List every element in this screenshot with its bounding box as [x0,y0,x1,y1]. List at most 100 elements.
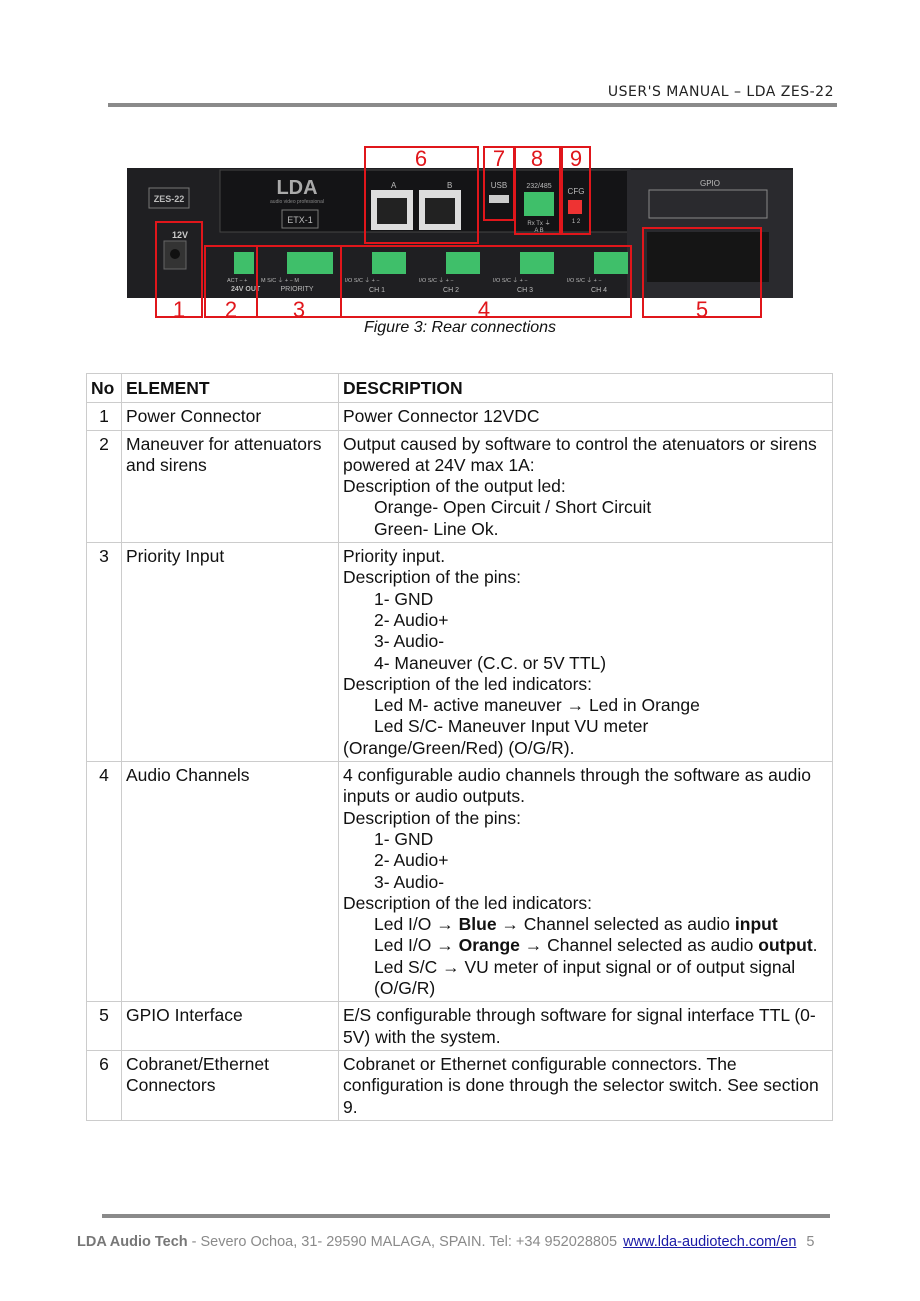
eth-b-label: B [447,181,452,190]
emphasis-text: output [758,935,813,956]
model-label: ZES-22 [154,194,185,204]
usb-label: USB [491,181,507,190]
header-description: DESCRIPTION [338,372,833,404]
ch-pins: I/O S/C ⏚ + − [493,277,528,284]
description-text: 3- Audio- [374,631,445,652]
brand-sub: audio video professional [270,199,324,205]
callout-6: 6 [415,146,427,171]
row-number: 5 [86,1001,122,1051]
description-line: Description of the pins: [343,567,828,588]
footer-website-link[interactable]: www.lda-audiotech.com/en [623,1234,797,1250]
element-description: Cobranet or Ethernet configurable connec… [338,1049,833,1121]
element-description: E/S configurable through software for si… [338,1001,833,1051]
description-line: Output caused by software to control the… [343,434,828,477]
description-line: Led S/C- Maneuver Input VU meter [343,716,828,737]
description-text: 3- Audio- [374,871,445,892]
element-description: Output caused by software to control the… [338,429,833,544]
brand-logo: LDA [276,177,317,199]
description-line: Description of the led indicators: [343,674,828,695]
serial-pins-label: Rx Tx ⏚ [527,220,550,227]
callout-3: 3 [293,297,305,319]
page-number: 5 [806,1234,815,1250]
callout-8: 8 [531,146,543,171]
emphasis-text: Orange [458,935,520,956]
description-text: 1- GND [374,588,434,609]
description-line: 2- Audio+ [343,850,828,871]
description-text: Power Connector 12VDC [343,406,540,427]
description-text: Led I/O → [374,935,459,956]
description-text: 1- GND [374,828,434,849]
callout-1: 1 [173,297,185,319]
eth-a-label: A [391,181,397,190]
description-line: 2- Audio+ [343,610,828,631]
element-name: Cobranet/Ethernet Connectors [121,1049,339,1121]
footer: LDA Audio Tech - Severo Ochoa, 31- 29590… [77,1234,815,1250]
description-line: 1- GND [343,589,828,610]
description-text: Green- Line Ok. [374,518,499,539]
serial-label: 232/485 [526,183,551,190]
description-line: Description of the pins: [343,808,828,829]
header-no: No [86,372,122,404]
description-line: 3- Audio- [343,872,828,893]
table-header-row: No ELEMENT DESCRIPTION [86,372,833,404]
row-number: 2 [86,429,122,544]
description-text: Output caused by software to control the… [343,433,817,475]
description-text: E/S configurable through software for si… [343,1005,816,1047]
description-line: Led S/C → VU meter of input signal or of… [343,957,828,1000]
priority-pins: M S/C ⏚ + − M [261,277,299,284]
description-line: Description of the led indicators: [343,893,828,914]
element-name: GPIO Interface [121,1001,339,1051]
description-line: Led M- active maneuver → Led in Orange [343,695,828,716]
figure-caption: Figure 3: Rear connections [363,319,557,336]
ch4-label: CH 4 [591,287,607,294]
gpio-label: GPIO [700,179,720,188]
description-line: Led I/O → Orange → Channel selected as a… [343,935,828,956]
description-text: 4- Maneuver (C.C. or 5V TTL) [374,652,607,673]
footer-address: - Severo Ochoa, 31- 29590 MALAGA, SPAIN.… [187,1234,618,1250]
module-label: ETX-1 [287,215,313,225]
rear-connections-figure: ZES-22 LDA audio video professional ETX-… [127,146,793,319]
cfg-label: CFG [568,187,585,196]
running-header: USER'S MANUAL – LDA ZES-22 [607,84,834,100]
description-text: 4 configurable audio channels through th… [343,765,811,807]
description-line: 4 configurable audio channels through th… [343,765,828,808]
out24-label: 24V OUT [231,286,261,293]
description-text: Orange- Open Circuit / Short Circuit [374,497,652,518]
ch-pins: I/O S/C ⏚ + − [567,277,602,284]
ch-pins: I/O S/C ⏚ + − [419,277,454,284]
row-number: 3 [86,542,122,763]
ch-pins: I/O S/C ⏚ + − [345,277,380,284]
callout-7: 7 [493,146,505,171]
header-rule [108,103,837,107]
cfg-pins-label: 1 2 [572,219,581,225]
description-text: Priority input. [343,546,446,567]
element-description: Priority input.Description of the pins:1… [338,542,833,763]
callout-2: 2 [225,297,237,319]
description-line: 4- Maneuver (C.C. or 5V TTL) [343,653,828,674]
ch3-label: CH 3 [517,287,533,294]
power-label: 12V [172,230,188,240]
description-text: Description of the pins: [343,807,522,828]
emphasis-text: input [734,914,778,935]
element-name: Audio Channels [121,761,339,1003]
callout-boxes [155,146,762,318]
header-element: ELEMENT [121,372,339,404]
description-text: Led I/O → [374,914,459,935]
callout-4: 4 [478,297,490,319]
description-text: 2- Audio+ [374,850,449,871]
ch2-label: CH 2 [443,287,459,294]
description-text: Description of the output led: [343,476,566,497]
description-line: Green- Line Ok. [343,519,828,540]
priority-label: PRIORITY [280,286,313,293]
element-name: Power Connector [121,402,339,431]
element-name: Priority Input [121,542,339,763]
footer-company: LDA Audio Tech [77,1234,188,1250]
element-description: Power Connector 12VDC [338,402,833,431]
description-line: Cobranet or Ethernet configurable connec… [343,1054,828,1118]
